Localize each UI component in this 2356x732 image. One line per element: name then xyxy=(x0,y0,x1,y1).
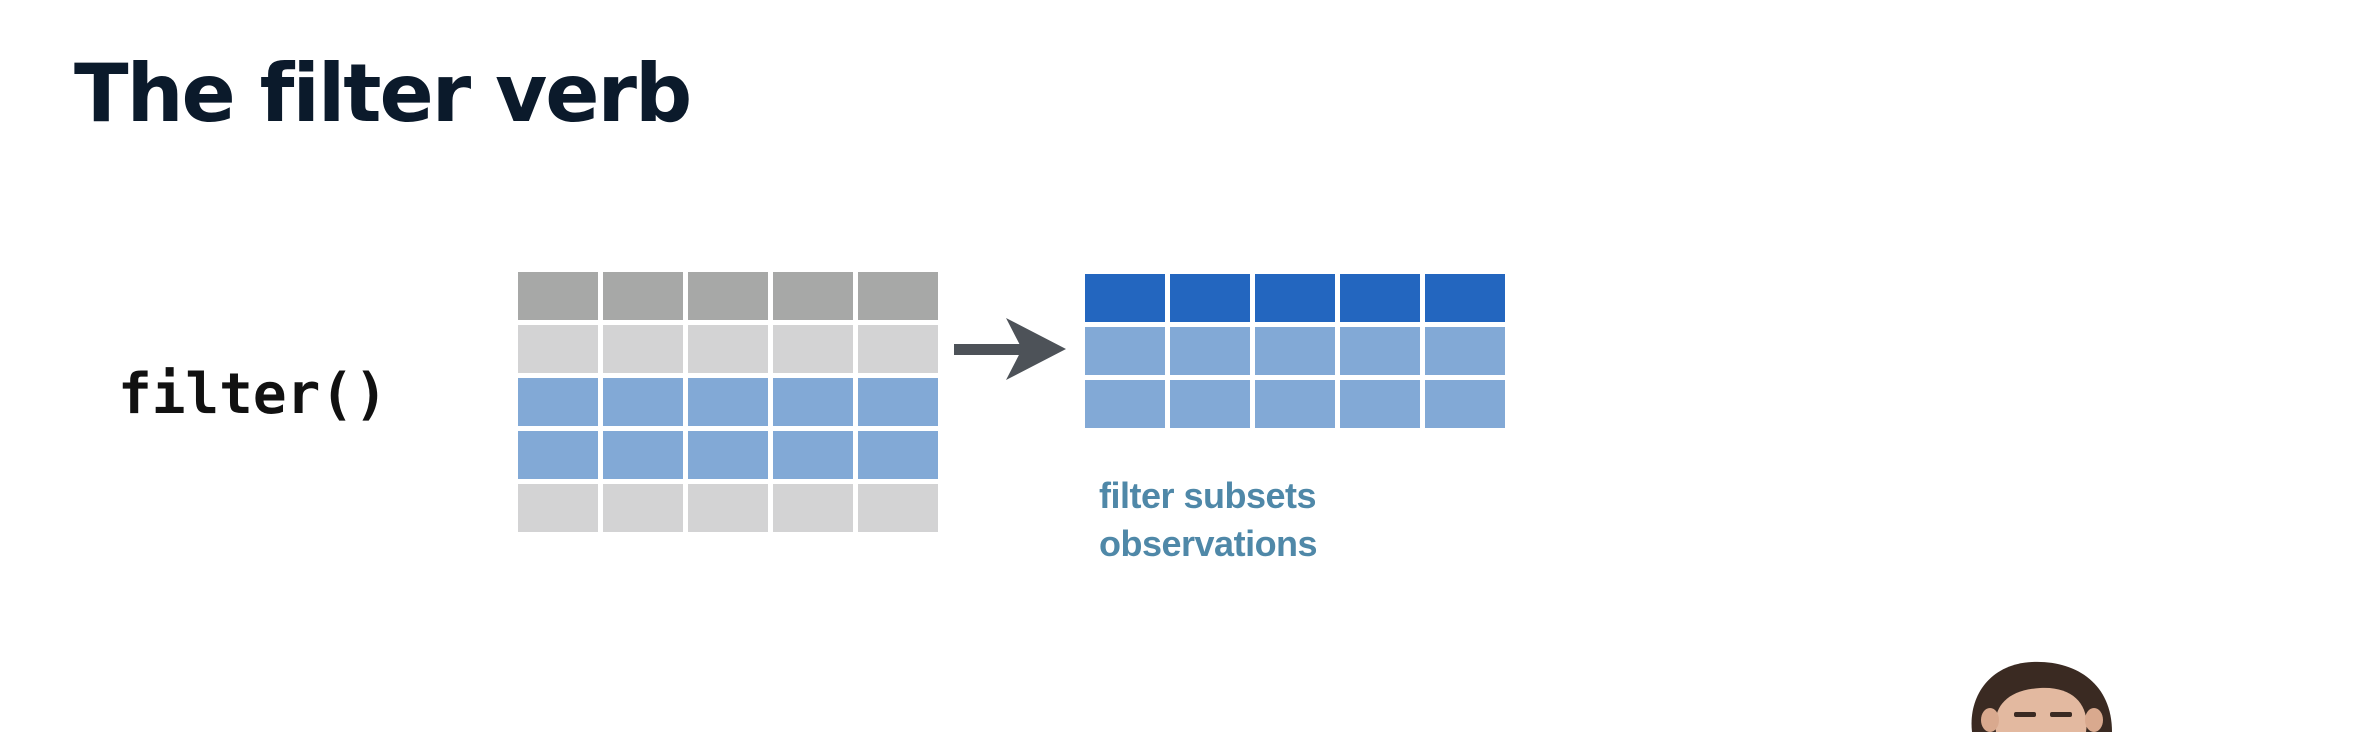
table-header-cell xyxy=(603,272,683,320)
caption-line-1: filter subsets xyxy=(1099,475,1317,516)
presenter-video-thumbnail xyxy=(1971,661,2112,732)
selected-row-cell xyxy=(1425,327,1505,375)
selected-row-cell xyxy=(1340,327,1420,375)
table-header-cell xyxy=(858,272,938,320)
unselected-row-cell xyxy=(858,325,938,373)
selected-row-cell xyxy=(1085,327,1165,375)
table-header-cell xyxy=(518,272,598,320)
input-table xyxy=(518,272,938,532)
table-header-cell xyxy=(1425,274,1505,322)
table-header-cell xyxy=(688,272,768,320)
selected-row-cell xyxy=(1340,380,1420,428)
unselected-row-cell xyxy=(858,484,938,532)
selected-row-cell xyxy=(688,431,768,479)
selected-row-cell xyxy=(518,378,598,426)
selected-row-cell xyxy=(773,431,853,479)
unselected-row-cell xyxy=(603,484,683,532)
caption-line-2: observations xyxy=(1099,523,1318,564)
selected-row-cell xyxy=(1170,327,1250,375)
selected-row-cell xyxy=(858,378,938,426)
selected-row-cell xyxy=(1425,380,1505,428)
unselected-row-cell xyxy=(688,325,768,373)
selected-row-cell xyxy=(858,431,938,479)
selected-row-cell xyxy=(688,378,768,426)
selected-row-cell xyxy=(773,378,853,426)
filter-caption: filter subsets observations xyxy=(1099,472,1499,568)
table-header-cell xyxy=(1340,274,1420,322)
unselected-row-cell xyxy=(518,484,598,532)
table-header-cell xyxy=(1255,274,1335,322)
selected-row-cell xyxy=(518,431,598,479)
selected-row-cell xyxy=(603,431,683,479)
output-table xyxy=(1085,274,1505,428)
unselected-row-cell xyxy=(773,325,853,373)
table-header-cell xyxy=(773,272,853,320)
arrow-right-icon xyxy=(954,318,1066,380)
unselected-row-cell xyxy=(688,484,768,532)
unselected-row-cell xyxy=(603,325,683,373)
unselected-row-cell xyxy=(518,325,598,373)
selected-row-cell xyxy=(1255,380,1335,428)
selected-row-cell xyxy=(603,378,683,426)
function-label: filter() xyxy=(118,362,388,427)
selected-row-cell xyxy=(1085,380,1165,428)
unselected-row-cell xyxy=(773,484,853,532)
table-header-cell xyxy=(1170,274,1250,322)
selected-row-cell xyxy=(1255,327,1335,375)
table-header-cell xyxy=(1085,274,1165,322)
selected-row-cell xyxy=(1170,380,1250,428)
slide-title: The filter verb xyxy=(74,47,692,140)
